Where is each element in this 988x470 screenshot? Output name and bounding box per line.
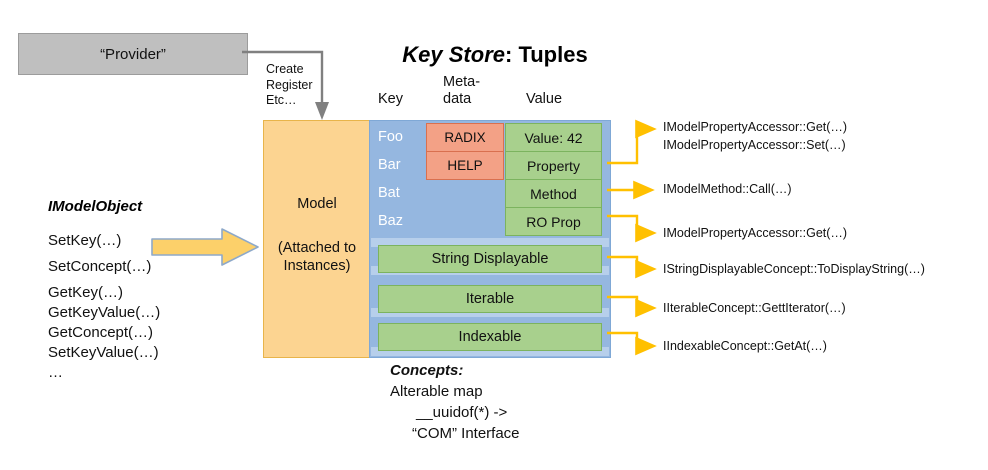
annotation-to-display-string: IStringDisplayableConcept::ToDisplayStri… (663, 262, 925, 276)
provider-label: “Provider” (100, 45, 166, 63)
concept-bar-string-displayable: String Displayable (378, 245, 602, 273)
imodelobject-method-list: SetKey(…) SetConcept(…) GetKey(…) GetKey… (48, 232, 248, 390)
list-item: GetConcept(…) (48, 324, 154, 341)
column-header-value: Value (526, 91, 563, 107)
list-item: GetKey(…) (48, 284, 124, 301)
tuple-metadata-help: HELP (426, 151, 504, 180)
list-item: SetKeyValue(…) (48, 344, 159, 361)
annotation-property-accessor-get: IModelPropertyAccessor::Get(…) (663, 120, 848, 134)
page-title-rest: : Tuples (505, 42, 588, 67)
tuple-key-baz: Baz (378, 213, 403, 229)
panel-stripe-1 (371, 238, 609, 247)
annotation-property-accessor-set: IModelPropertyAccessor::Set(…) (663, 138, 846, 152)
provider-box: “Provider” (18, 33, 248, 75)
provider-to-model-connector (242, 50, 329, 120)
concepts-note-heading: Concepts: (390, 362, 464, 379)
list-item: … (48, 364, 63, 381)
provider-action-label: Create Register Etc… (266, 62, 326, 109)
provider-action-line-3: Etc… (266, 93, 297, 107)
tuple-value-value42: Value: 42 (505, 123, 602, 152)
annotation-get-at: IIndexableConcept::GetAt(…) (663, 339, 827, 353)
model-panel-subtitle: (Attached to Instances) (264, 239, 370, 275)
tuple-key-bat: Bat (378, 185, 400, 201)
tuple-value-method: Method (505, 179, 602, 208)
concept-bar-indexable: Indexable (378, 323, 602, 351)
imodelobject-to-model-arrow (151, 228, 259, 266)
column-header-key: Key (378, 91, 403, 107)
column-header-metadata-line-1: Meta- (443, 74, 481, 90)
panel-stripe-4 (371, 347, 609, 356)
tuple-metadata-radix: RADIX (426, 123, 504, 152)
page-title: Key Store: Tuples (350, 42, 640, 68)
concepts-note-line-1: Alterable map (390, 383, 483, 400)
concept-bar-iterable: Iterable (378, 285, 602, 313)
concepts-note-line-3: “COM” Interface (412, 425, 520, 442)
model-panel-title: Model (297, 196, 337, 212)
list-item: SetConcept(…) (48, 258, 152, 275)
tuple-key-foo: Foo (378, 129, 403, 145)
annotation-get-iterator: IIterableConcept::GettIterator(…) (663, 301, 846, 315)
annotation-ro-prop-get: IModelPropertyAccessor::Get(…) (663, 226, 848, 240)
tuple-value-property: Property (505, 151, 602, 180)
list-item: SetKey(…) (48, 232, 122, 249)
page-title-emphasis: Key Store (402, 42, 505, 67)
list-item: GetKeyValue(…) (48, 304, 161, 321)
provider-action-line-2: Register (266, 77, 313, 92)
annotation-model-method-call: IModelMethod::Call(…) (663, 182, 792, 196)
provider-action-line-1: Create (266, 62, 304, 76)
model-panel-subtitle-line-1: (Attached to (277, 240, 357, 256)
concepts-note: Concepts: Alterable map __uuidof(*) -> “… (390, 360, 650, 444)
tuple-key-bar: Bar (378, 157, 401, 173)
model-panel: Model (Attached to Instances) (263, 120, 371, 358)
imodelobject-title: IModelObject (48, 198, 143, 215)
column-header-metadata-line-2: data (443, 91, 472, 107)
tuple-value-ro-prop: RO Prop (505, 207, 602, 236)
column-header-metadata: Meta- data (443, 74, 495, 108)
model-panel-subtitle-line-2: Instances) (283, 258, 351, 274)
concepts-note-line-2: __uuidof(*) -> (416, 404, 508, 421)
key-store-tuple-panel: Foo Bar Bat Baz RADIX HELP Value: 42 Pro… (369, 120, 611, 358)
